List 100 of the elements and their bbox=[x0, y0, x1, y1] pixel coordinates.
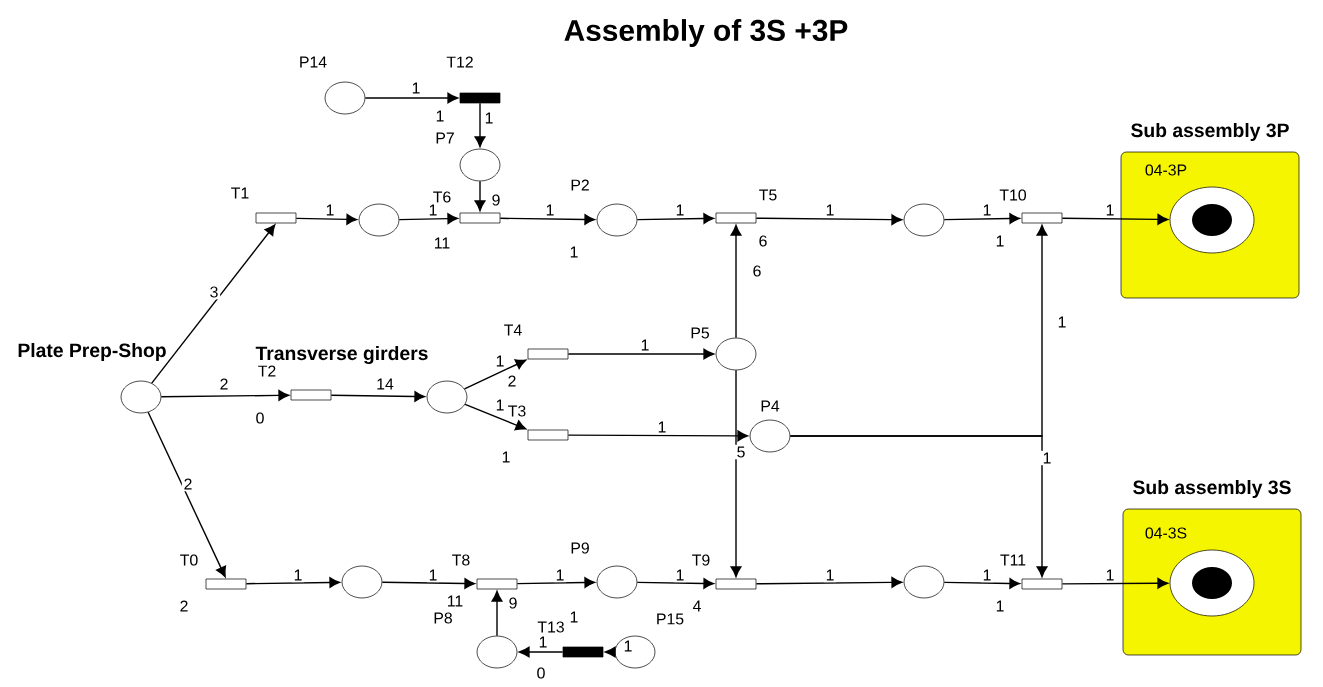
arc bbox=[499, 214, 596, 225]
arc bbox=[636, 213, 715, 224]
arc bbox=[463, 359, 527, 390]
arc bbox=[1061, 213, 1169, 225]
transition-name: T0 bbox=[180, 554, 198, 566]
arc-weight: 1 bbox=[536, 634, 550, 650]
arc-weight: 1 bbox=[567, 609, 581, 625]
transition-name: T6 bbox=[433, 191, 451, 203]
place-name: P4 bbox=[761, 400, 780, 412]
arc-weight: 1 bbox=[409, 80, 423, 96]
place-name: P5 bbox=[691, 327, 709, 339]
place-name: P7 bbox=[436, 132, 454, 144]
place-circle bbox=[903, 565, 945, 599]
arc bbox=[943, 213, 1021, 224]
arc-weight: 5 bbox=[734, 444, 748, 460]
arc bbox=[730, 224, 742, 339]
arc bbox=[364, 92, 459, 104]
place-name: 04-3S bbox=[1145, 527, 1187, 539]
arc-weight: 6 bbox=[750, 263, 764, 279]
arc bbox=[464, 403, 527, 431]
heading: Sub assembly 3P bbox=[1131, 123, 1289, 141]
title: Assembly of 3S +3P bbox=[564, 19, 848, 47]
marking-number: 0 bbox=[537, 667, 545, 679]
marking-number: 2 bbox=[508, 375, 516, 387]
arc-weight: 1 bbox=[493, 397, 507, 413]
transition-name: T9 bbox=[692, 554, 710, 566]
marking-number: 6 bbox=[759, 235, 767, 247]
transition-name: T2 bbox=[258, 365, 276, 377]
arc-weight: 1 bbox=[980, 202, 994, 218]
arc-weight: 2 bbox=[181, 476, 195, 492]
marking-number: 1 bbox=[570, 246, 578, 258]
arc-weight: 1 bbox=[1103, 202, 1117, 218]
arc-weight: 1 bbox=[426, 567, 440, 583]
arc-weight: 9 bbox=[506, 595, 520, 611]
arc-weight: 1 bbox=[1055, 314, 1069, 330]
arc bbox=[474, 102, 486, 148]
arc bbox=[567, 430, 749, 442]
transition-name: T3 bbox=[508, 405, 526, 417]
arc-weight: 9 bbox=[489, 192, 503, 208]
arc bbox=[381, 578, 476, 589]
marking-number: 1 bbox=[436, 110, 444, 122]
arc bbox=[160, 389, 290, 401]
marking-number: 1 bbox=[996, 235, 1004, 247]
transition-name: T13 bbox=[537, 621, 564, 633]
arc bbox=[789, 435, 1048, 578]
arc-weight: 1 bbox=[980, 567, 994, 583]
arc-weight: 2 bbox=[217, 376, 231, 392]
arc-weight: 1 bbox=[291, 567, 305, 583]
marking-number: 0 bbox=[256, 412, 264, 424]
arc-weight: 14 bbox=[374, 376, 396, 392]
arc-weight: 1 bbox=[426, 202, 440, 218]
place-circle bbox=[358, 203, 400, 237]
place-name: P8 bbox=[434, 612, 452, 624]
place-name: P2 bbox=[571, 179, 589, 191]
transition-name: T8 bbox=[452, 554, 470, 566]
heading: Sub assembly 3S bbox=[1133, 480, 1291, 498]
transition-name: T5 bbox=[759, 189, 777, 201]
arc bbox=[330, 391, 426, 402]
place-name: P15 bbox=[657, 613, 684, 625]
place-name: P9 bbox=[571, 542, 589, 554]
transition-name: T4 bbox=[504, 324, 522, 336]
arc bbox=[518, 646, 564, 658]
place-circle bbox=[903, 203, 945, 237]
marking-number: 1 bbox=[996, 600, 1004, 612]
heading: Plate Prep-Shop bbox=[18, 343, 166, 361]
arc bbox=[151, 224, 276, 384]
place-circle bbox=[341, 565, 383, 599]
arc bbox=[730, 369, 742, 578]
arc-weight: 1 bbox=[493, 353, 507, 369]
arc-weight: 1 bbox=[323, 202, 337, 218]
transition-name: T10 bbox=[999, 189, 1026, 201]
marking-number: 11 bbox=[435, 237, 450, 249]
transition-name: T1 bbox=[231, 187, 249, 199]
marking-number: 1 bbox=[502, 451, 510, 463]
marking-number: 2 bbox=[180, 600, 188, 612]
place-name: 04-3P bbox=[1145, 164, 1187, 176]
arc bbox=[398, 213, 459, 225]
place-name: P14 bbox=[300, 56, 327, 68]
heading: Transverse girders bbox=[255, 345, 428, 365]
arc-weight: 1 bbox=[1103, 567, 1117, 583]
arc bbox=[474, 180, 486, 212]
arc-weight: 1 bbox=[543, 202, 557, 218]
arc bbox=[295, 213, 358, 225]
arc-weight: 3 bbox=[207, 284, 221, 300]
transition-name: T12 bbox=[446, 56, 473, 68]
arc bbox=[516, 577, 596, 588]
arc bbox=[567, 348, 715, 360]
arc-weight: 1 bbox=[1040, 450, 1054, 466]
arc-weight: 1 bbox=[673, 202, 687, 218]
arc-weight: 1 bbox=[823, 567, 837, 583]
arc-weight: 1 bbox=[823, 202, 837, 218]
place-name: 1 bbox=[624, 640, 632, 652]
transition-name: T11 bbox=[1000, 554, 1026, 566]
arc bbox=[755, 214, 903, 226]
arc bbox=[636, 578, 715, 589]
arc-weight: 1 bbox=[655, 419, 669, 435]
arc-weight: 1 bbox=[482, 110, 496, 126]
arc bbox=[491, 590, 503, 637]
arc bbox=[943, 578, 1021, 589]
marking-number: 4 bbox=[692, 600, 701, 612]
